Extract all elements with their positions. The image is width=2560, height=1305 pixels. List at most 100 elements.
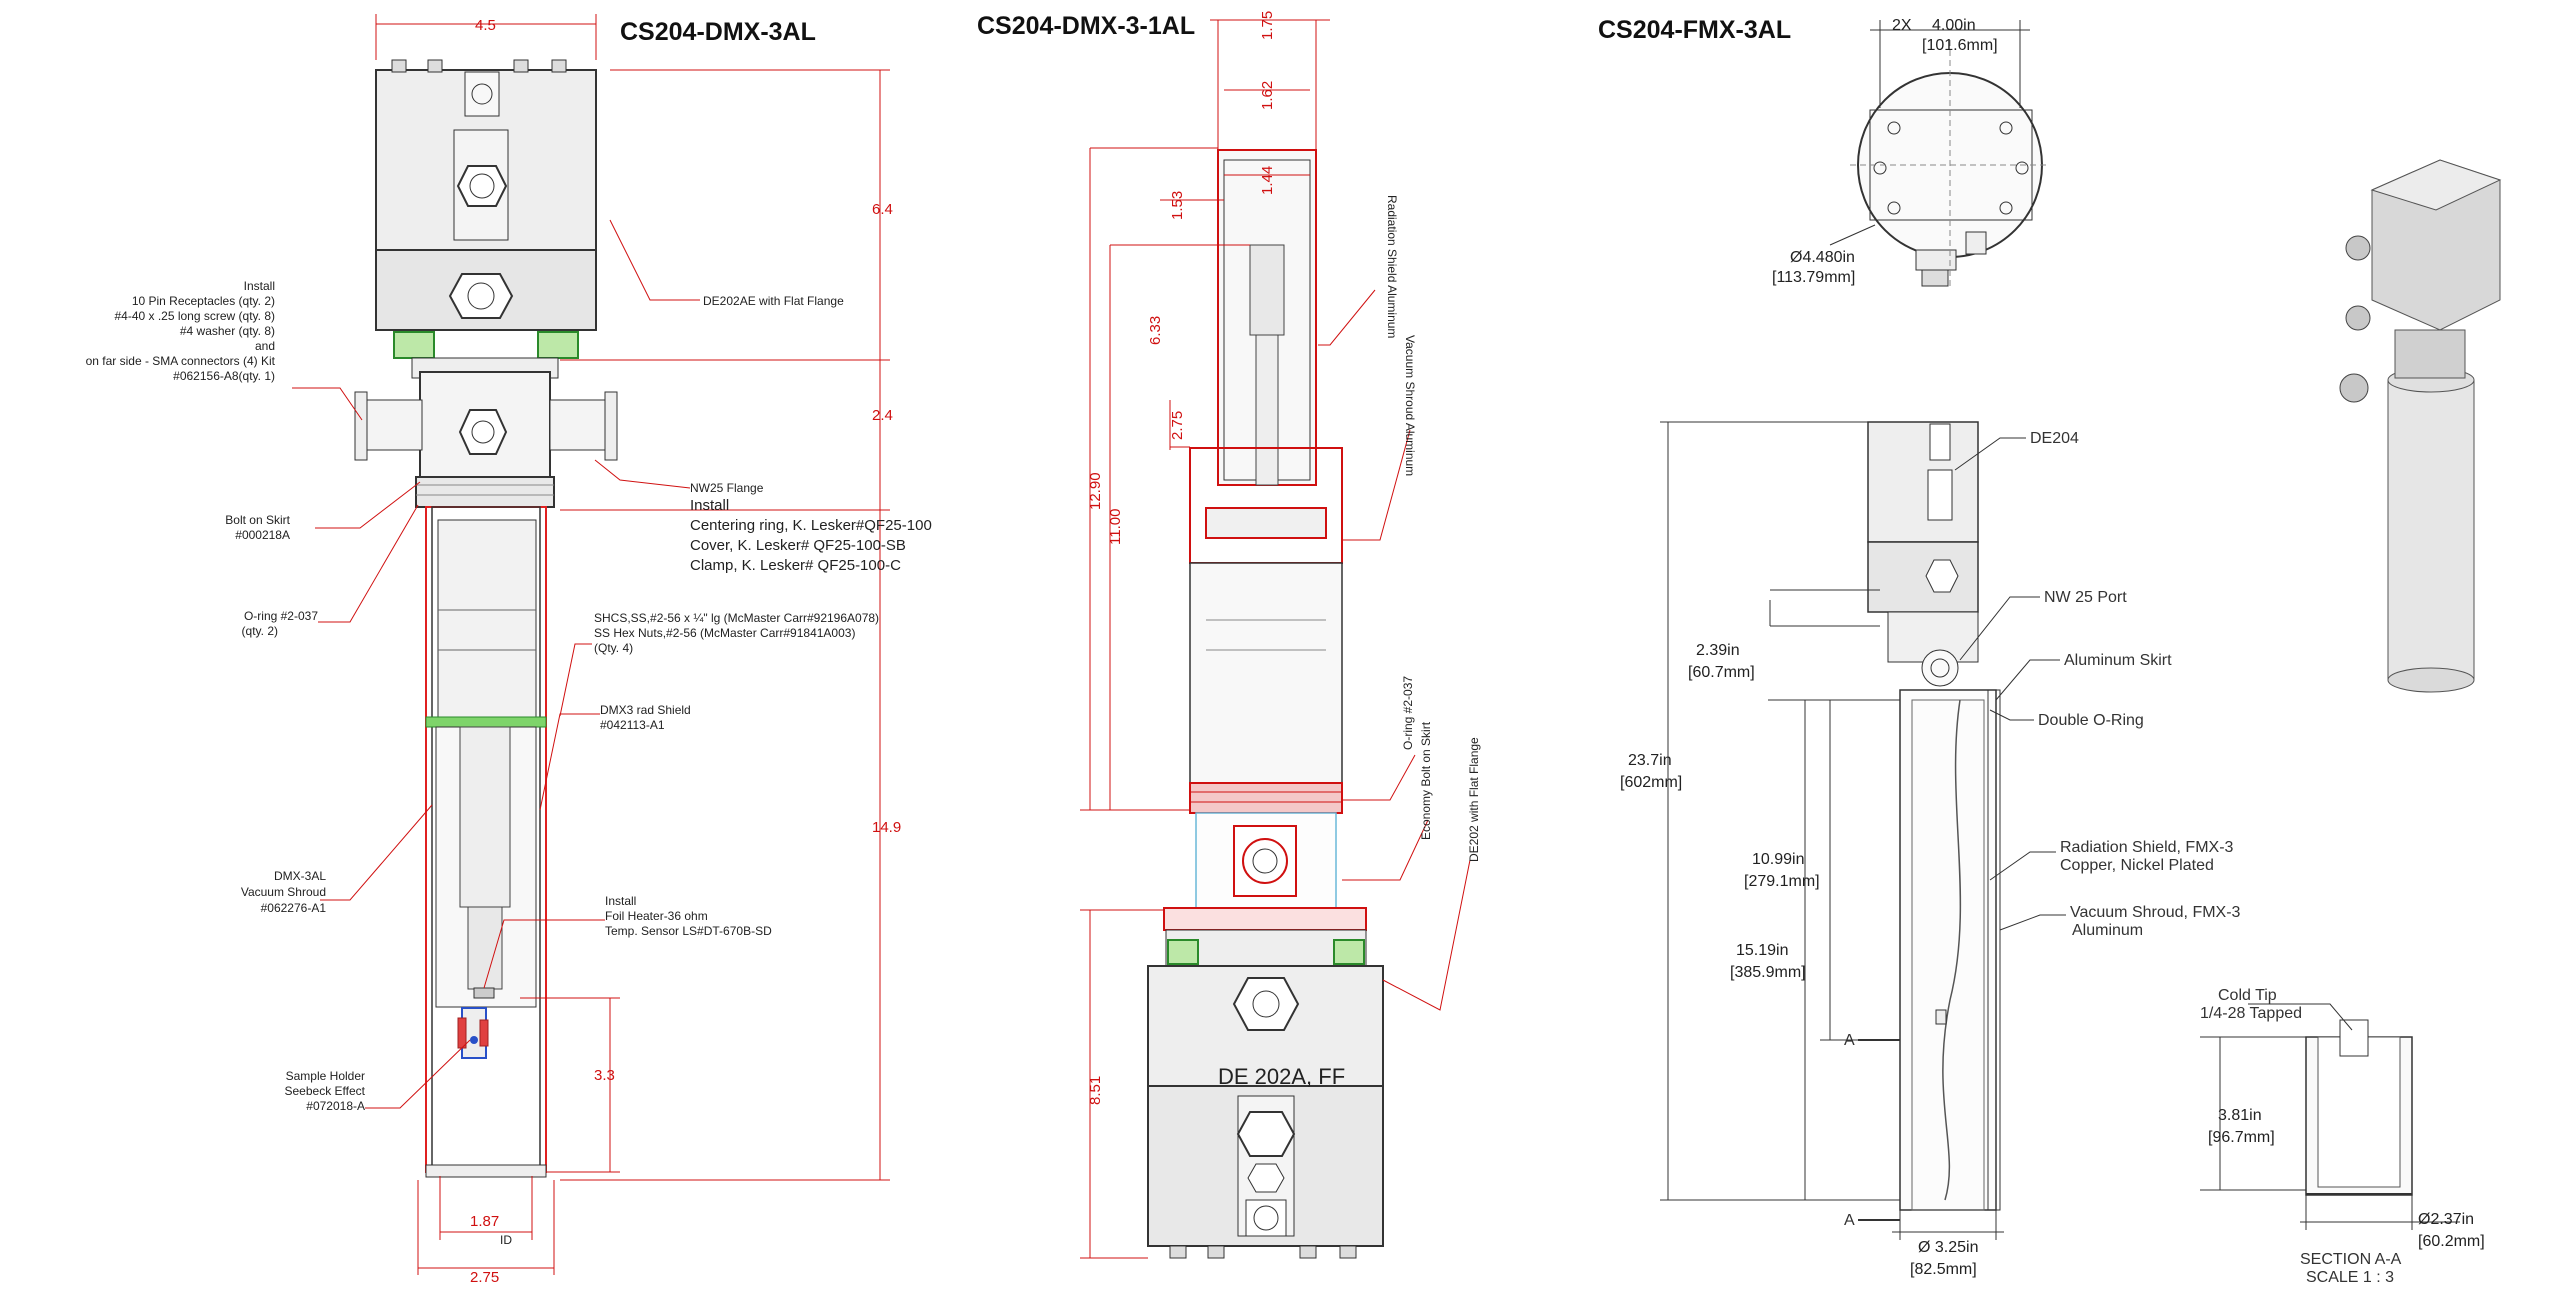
note-right-al-skirt: Aluminum Skirt <box>2064 652 2172 669</box>
note-install-4: and <box>255 339 275 353</box>
title-left: CS204-DMX-3AL <box>620 18 816 46</box>
note-right-section-a-top: A <box>1844 1032 1855 1049</box>
note-install-1: 10 Pin Receptacles (qty. 2) <box>132 294 275 308</box>
note-install-5: on far side - SMA connectors (4) Kit <box>86 354 276 368</box>
dim-right-1519-in: 15.19in <box>1736 942 1789 959</box>
note-shcs-1: SHCS,SS,#2-56 x ¼" lg (McMaster Carr#921… <box>594 611 879 625</box>
note-shroud-1: DMX-3AL <box>274 869 326 883</box>
dim-flange-height: 2.4 <box>872 407 893 424</box>
note-right-rad-1: Radiation Shield, FMX-3 <box>2060 839 2234 856</box>
dim-right-tip-d-mm: [60.2mm] <box>2418 1233 2485 1250</box>
note-holder-1: Sample Holder <box>286 1069 365 1083</box>
right-section-view <box>2305 1019 2413 1196</box>
dim-mid-175: 1.75 <box>1259 11 1276 40</box>
dim-mid-153: 1.53 <box>1169 191 1186 220</box>
dim-total-lower: 14.9 <box>872 819 901 836</box>
dim-right-dia-mm: [113.79mm] <box>1772 269 1855 286</box>
dim-right-dia-in: Ø4.480in <box>1790 249 1855 266</box>
note-install-header: Install <box>244 279 275 293</box>
title-right: CS204-FMX-3AL <box>1598 16 1791 44</box>
dim-mid-851: 8.51 <box>1087 1076 1104 1105</box>
title-middle: CS204-DMX-3-1AL <box>977 12 1195 40</box>
dim-mid-162: 1.62 <box>1259 81 1276 110</box>
note-radshield-2: #042113-A1 <box>600 718 665 732</box>
note-shcs-3: (Qty. 4) <box>594 641 633 655</box>
middle-skirt <box>1163 812 1367 967</box>
left-flange-section <box>354 331 618 508</box>
dim-right-2x: 2X <box>1892 17 1912 34</box>
right-side-view <box>1867 421 2001 1211</box>
note-radshield-1: DMX3 rad Shield <box>600 703 691 717</box>
note-right-vac-2: Aluminum <box>2072 922 2143 939</box>
left-dimension-lines <box>292 14 890 1275</box>
left-nw25-note: NW25 Flange Install Centering ring, K. L… <box>690 481 932 574</box>
dim-right-top-in: 4.00in <box>1932 17 1976 34</box>
note-right-section-1: SECTION A-A <box>2300 1251 2402 1268</box>
right-3d-render <box>2339 159 2502 693</box>
note-oring-2: (qty. 2) <box>242 624 278 638</box>
note-install-3: #4 washer (qty. 8) <box>180 324 275 338</box>
note-right-cold-tip-1: Cold Tip <box>2218 987 2277 1004</box>
note-right-de204: DE204 <box>2030 430 2079 447</box>
dim-right-base-mm: [82.5mm] <box>1910 1261 1977 1278</box>
middle-head-block <box>1147 965 1384 1259</box>
dim-head-height: 6.4 <box>872 201 893 218</box>
right-dimension-lines <box>1660 421 2460 1240</box>
dim-mid-633: 6.33 <box>1147 316 1164 345</box>
note-shcs-2: SS Hex Nuts,#2-56 (McMaster Carr#91841A0… <box>594 626 855 640</box>
dim-holder-height: 3.3 <box>594 1067 615 1084</box>
note-heater-1: Install <box>605 894 636 908</box>
dim-id-width: 1.87 <box>470 1213 499 1230</box>
note-right-double-oring: Double O-Ring <box>2038 712 2144 729</box>
note-right-cold-tip-2: 1/4-28 Tapped <box>2200 1005 2302 1022</box>
note-nw25-3: Clamp, K. Lesker# QF25-100-C <box>690 557 901 574</box>
note-install-6: #062156-A8(qty. 1) <box>173 369 275 383</box>
note-heater-3: Temp. Sensor LS#DT-670B-SD <box>605 924 772 938</box>
dim-right-tip-d-in: Ø2.37in <box>2418 1211 2474 1228</box>
dim-right-tip-h-mm: [96.7mm] <box>2208 1129 2275 1146</box>
note-nw25: NW25 Flange <box>690 481 764 495</box>
left-install-note: Install 10 Pin Receptacles (qty. 2) #4-4… <box>86 279 276 383</box>
note-holder-3: #072018-A <box>306 1099 365 1113</box>
dim-right-239-in: 2.39in <box>1696 642 1740 659</box>
dim-top-width: 4.5 <box>475 17 496 34</box>
dim-right-total-mm: [602mm] <box>1620 774 1682 791</box>
note-right-nw25-port: NW 25 Port <box>2044 589 2127 606</box>
right-top-view <box>1829 20 2050 290</box>
note-nw25-2: Cover, K. Lesker# QF25-100-SB <box>690 537 906 554</box>
dim-od-width: 2.75 <box>470 1269 499 1286</box>
note-right-section-2: SCALE 1 : 3 <box>2306 1269 2394 1286</box>
note-shroud-3: #062276-A1 <box>261 901 327 915</box>
dim-right-tip-h-in: 3.81in <box>2218 1107 2262 1124</box>
note-right-vac-1: Vacuum Shroud, FMX-3 <box>2070 904 2241 921</box>
note-shroud-2: Vacuum Shroud <box>241 885 326 899</box>
note-right-rad-2: Copper, Nickel Plated <box>2060 857 2214 874</box>
dim-right-1099-mm: [279.1mm] <box>1744 873 1820 890</box>
right-diagram: 2X 4.00in [101.6mm] Ø4.480in [113.79mm] <box>1620 17 2502 1286</box>
note-mid-rad-shield: Radiation Shield Aluminum <box>1385 195 1399 338</box>
note-nw25-1: Centering ring, K. Lesker#QF25-100 <box>690 517 932 534</box>
dim-right-top-mm: [101.6mm] <box>1922 37 1998 54</box>
note-bolt-skirt-1: Bolt on Skirt <box>225 513 290 527</box>
note-oring-1: O-ring #2-037 <box>244 609 318 623</box>
dim-mid-144: 1.44 <box>1259 166 1276 195</box>
dim-right-total-in: 23.7in <box>1628 752 1672 769</box>
note-mid-oring: O-ring #2-037 <box>1401 676 1415 750</box>
left-vacuum-shroud <box>425 506 547 1178</box>
dim-right-base-in: Ø 3.25in <box>1918 1239 1978 1256</box>
left-diagram: 4.5 6.4 2.4 14.9 3.3 1.87 ID 2.75 Instal… <box>86 14 932 1286</box>
note-holder-2: Seebeck Effect <box>285 1084 366 1098</box>
note-mid-vac-shroud: Vacuum Shroud Aluminum <box>1403 335 1417 476</box>
note-bolt-skirt-2: #000218A <box>235 528 290 542</box>
middle-dimension-lines <box>1080 19 1471 1259</box>
dim-right-1519-mm: [385.9mm] <box>1730 964 1806 981</box>
dim-right-239-mm: [60.7mm] <box>1688 664 1755 681</box>
dim-id-label: ID <box>500 1233 512 1247</box>
middle-radiation-shield <box>1217 149 1317 486</box>
note-heater-2: Foil Heater-36 ohm <box>605 909 708 923</box>
note-mid-economy-bolt: Economy Bolt on Skirt <box>1419 721 1433 840</box>
dim-mid-1290: 12.90 <box>1087 472 1104 510</box>
dim-mid-275: 2.75 <box>1169 411 1186 440</box>
note-right-section-a-bottom: A <box>1844 1212 1855 1229</box>
